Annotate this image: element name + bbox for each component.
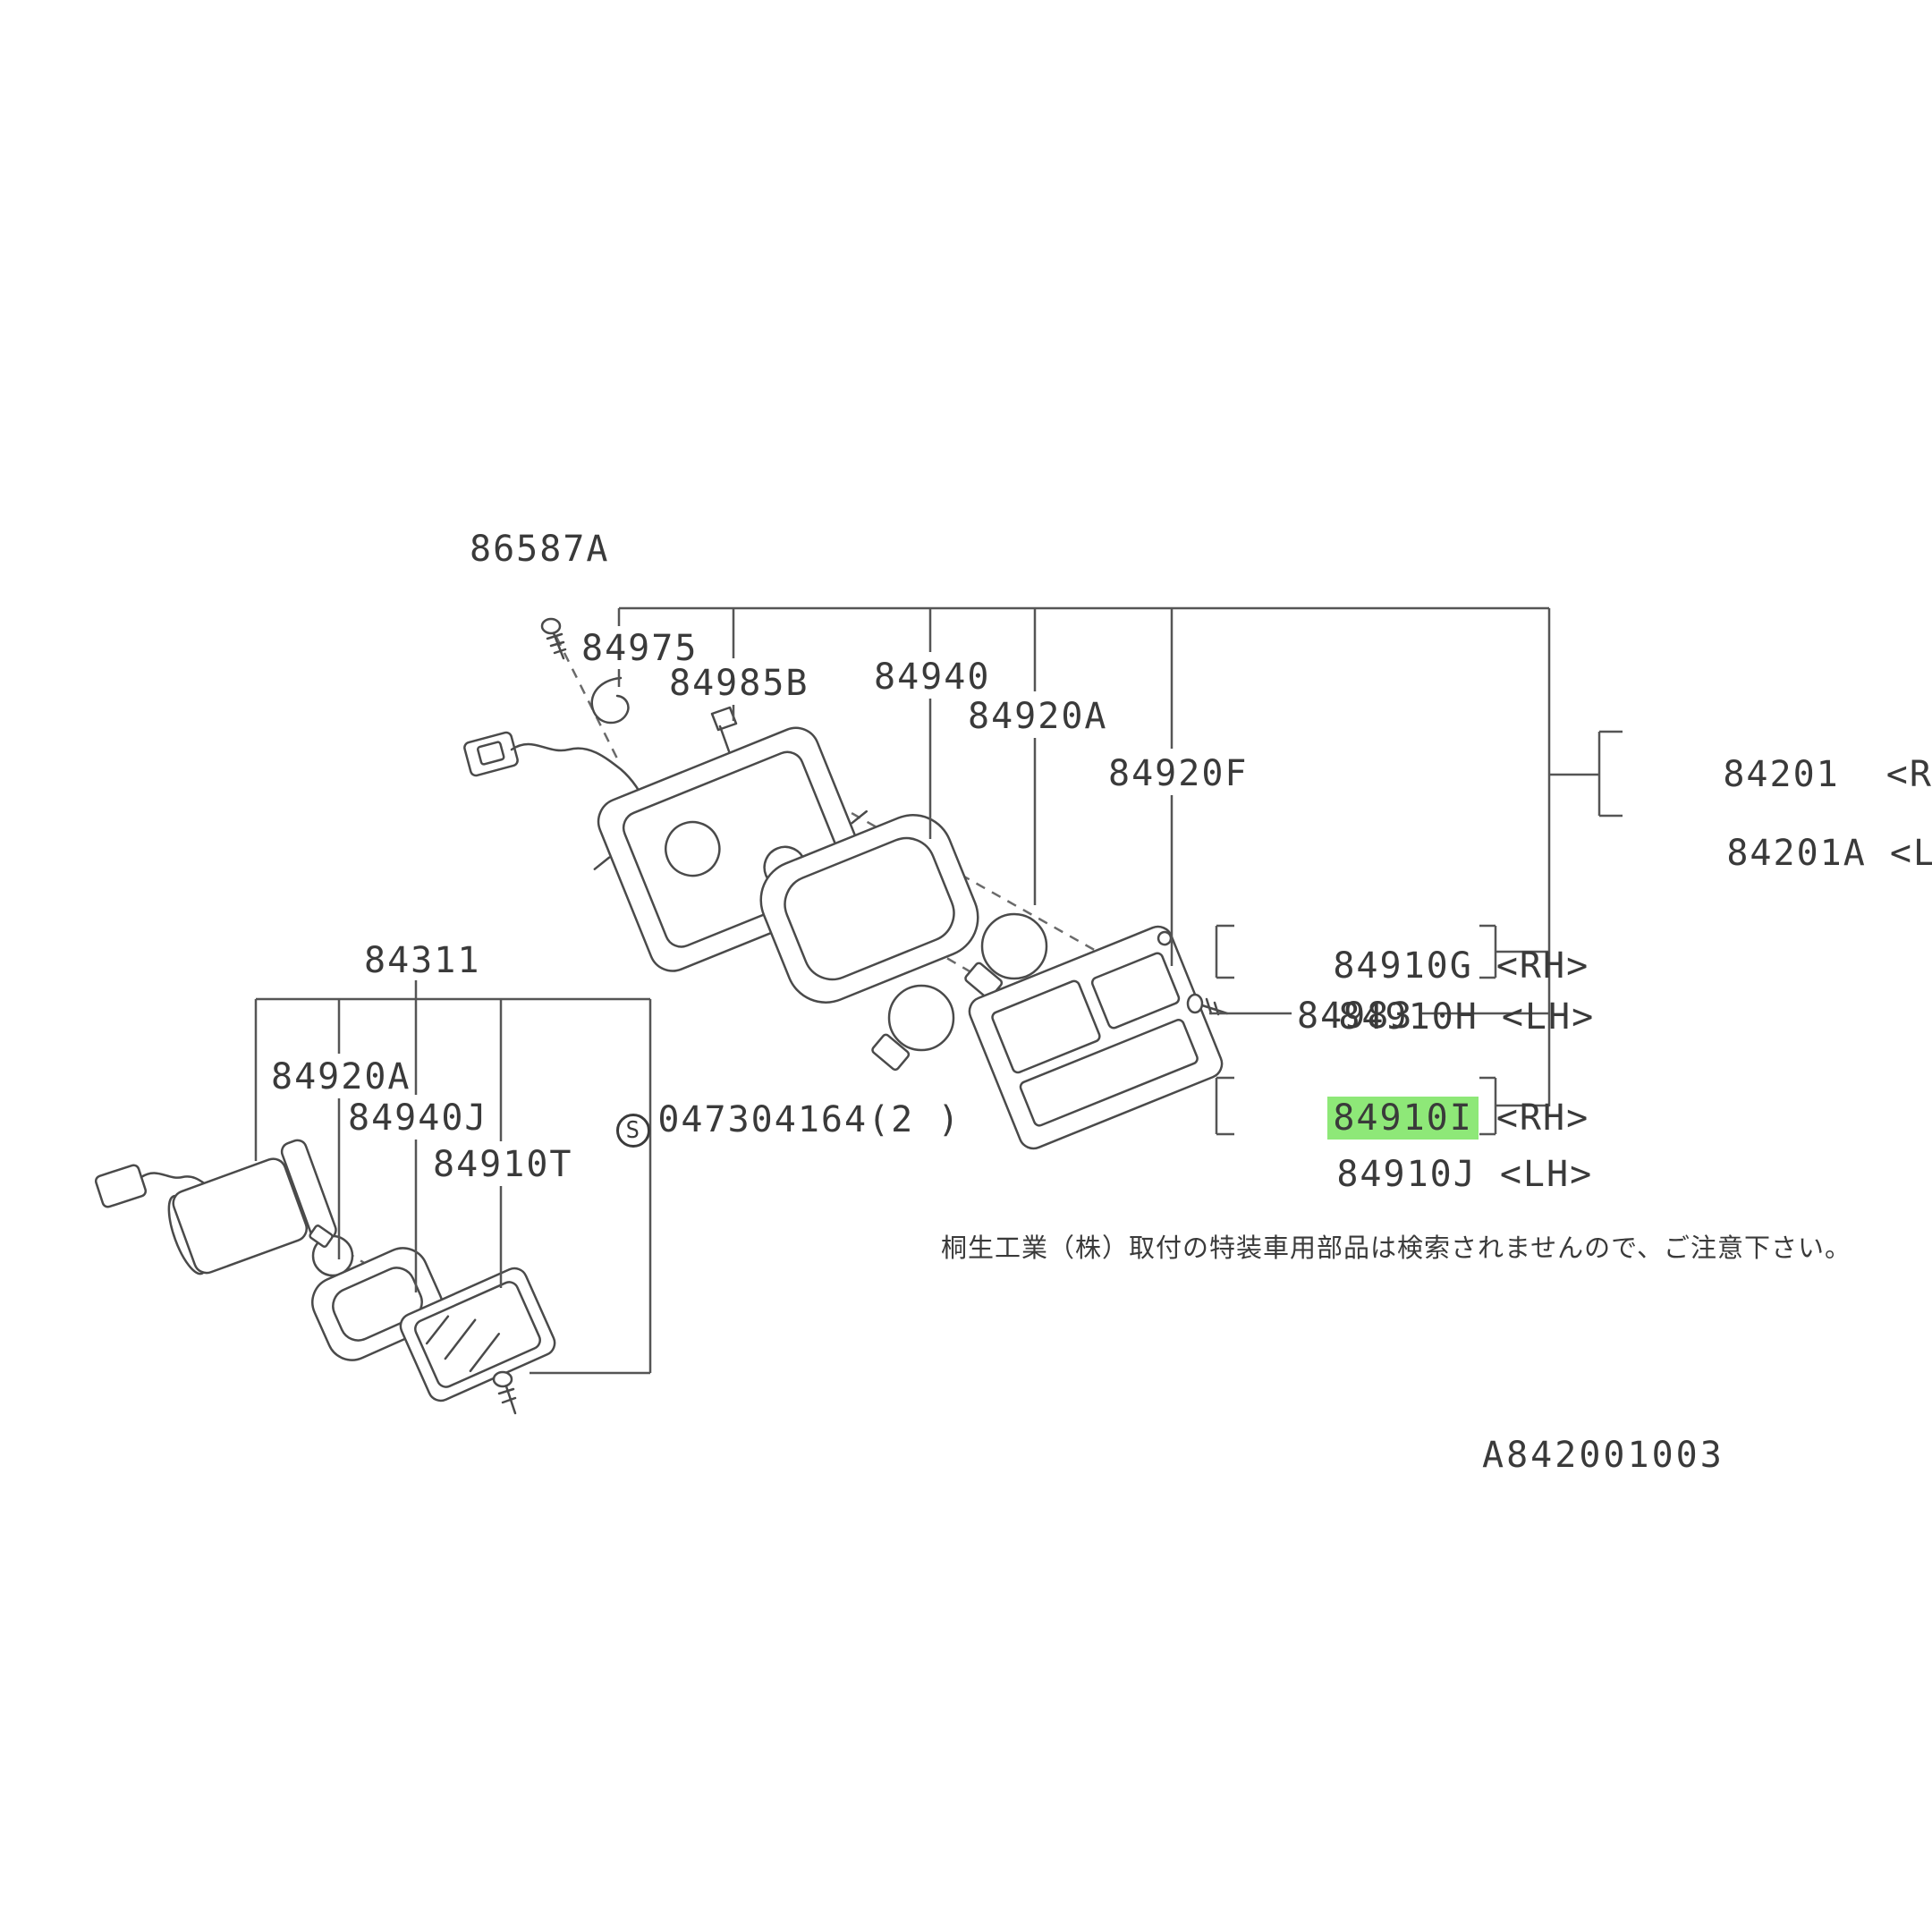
part-label-84940[interactable]: 84940 xyxy=(874,657,991,698)
part-number: 84201A xyxy=(1726,833,1867,874)
hook-84975-drawing xyxy=(590,676,630,724)
bulb-84920A-drawing xyxy=(964,912,1048,1000)
part-label-86587A[interactable]: 86587A xyxy=(470,529,610,570)
part-label-84910G[interactable]: 84910G <RH> xyxy=(1240,907,1589,1025)
license-lamp-body-drawing xyxy=(167,1139,337,1275)
side-indicator: <LH> xyxy=(1499,1154,1594,1195)
part-label-84311[interactable]: 84311 xyxy=(364,940,481,981)
part-label-84201[interactable]: 84201 <RH> xyxy=(1630,716,1932,834)
back-panel-84910-drawing xyxy=(968,925,1224,1150)
part-number: 84910J xyxy=(1336,1154,1477,1195)
part-label-84920A-bottom[interactable]: 84920A xyxy=(271,1056,411,1097)
part-label-84983[interactable]: 84983 xyxy=(1297,996,1414,1037)
leader-lines xyxy=(254,606,1623,1375)
clip-84985B-drawing xyxy=(710,706,738,753)
part-number-highlighted[interactable]: 84910I xyxy=(1327,1097,1479,1140)
part-number: 047304164(2 ) xyxy=(657,1099,962,1140)
side-indicator: <LH> xyxy=(1501,996,1596,1038)
part-label-84940J[interactable]: 84940J xyxy=(348,1097,488,1139)
part-number: 84201 xyxy=(1723,754,1840,795)
license-lamp-bulb-drawing xyxy=(309,1224,354,1277)
bulb-84920F-drawing xyxy=(871,984,955,1072)
part-number: 84910H xyxy=(1338,996,1479,1038)
footnote-text: 桐生工業（株）取付の特装車用部品は検索されませんので、ご注意下さい。 xyxy=(941,1233,1852,1263)
gasket-84940-drawing xyxy=(759,814,979,1004)
part-label-84910I-highlighted[interactable]: 84910I <RH> xyxy=(1240,1059,1589,1177)
part-label-84975[interactable]: 84975 xyxy=(581,628,699,669)
screw-84983-icon xyxy=(1186,993,1229,1016)
side-indicator: <RH> xyxy=(1885,754,1932,795)
part-label-84985B[interactable]: 84985B xyxy=(669,663,809,704)
part-label-84920A-top[interactable]: 84920A xyxy=(968,696,1108,737)
circled-s-icon: S xyxy=(616,1114,651,1148)
part-label-84910T[interactable]: 84910T xyxy=(433,1144,573,1185)
part-number: 84910G xyxy=(1333,945,1473,987)
part-label-84201A[interactable]: 84201A <LH> xyxy=(1633,794,1932,912)
side-indicator: <RH> xyxy=(1496,945,1590,987)
side-indicator: <LH> xyxy=(1889,833,1932,874)
part-label-84920F[interactable]: 84920F xyxy=(1108,753,1249,794)
screw-86587A-icon xyxy=(540,617,567,660)
side-indicator: <RH> xyxy=(1496,1097,1590,1139)
bottom-screw-icon xyxy=(492,1370,517,1415)
part-label-84910J[interactable]: 84910J <LH> xyxy=(1243,1115,1593,1233)
part-label-84910H[interactable]: 84910H <LH> xyxy=(1245,958,1595,1076)
harness-connector-drawing xyxy=(463,731,648,805)
diagram-code: A842001003 xyxy=(1482,1435,1724,1476)
